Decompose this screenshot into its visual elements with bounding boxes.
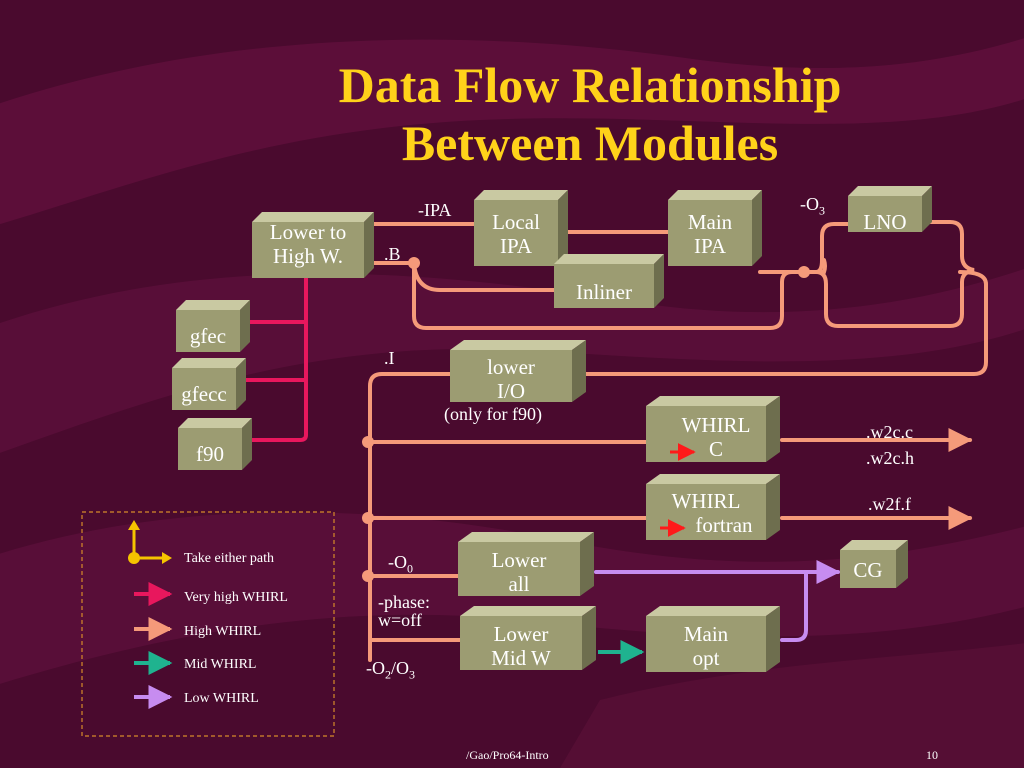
ipa-flag-label: -IPA: [418, 200, 452, 220]
legend-item-high-whirl: High WHIRL: [184, 624, 262, 639]
main-opt-line-1: Main: [683, 622, 729, 646]
whirl-c-label: WHIRL C: [646, 413, 786, 461]
module-box-f90: [178, 418, 252, 470]
high-whirl-lines: [368, 220, 988, 662]
lower-all-line-2: all: [508, 572, 530, 596]
whirl-fortran-line-2: fortran: [695, 513, 753, 537]
local-ipa-line-1: Local: [492, 210, 540, 234]
lower-to-high-line-2: High W.: [272, 244, 343, 268]
lower-all-line-1: Lower: [491, 548, 547, 572]
w2c-c-output: .w2c.c: [866, 422, 913, 442]
o2o3-subscript-1: 2: [385, 667, 391, 682]
lower-mid-line-2: Mid W: [491, 646, 551, 670]
module-box-lower-all: [458, 532, 594, 596]
legend-item-take-either-path: Take either path: [184, 551, 274, 566]
whirl-c-line-2: C: [708, 437, 723, 461]
slide-number: 10: [926, 748, 938, 762]
o2o3-text-b: /O: [391, 658, 409, 678]
lower-io-label: lower I/O: [450, 355, 572, 403]
lno-label: LNO: [863, 210, 907, 234]
footer-source: /Gao/Pro64-Intro: [466, 748, 549, 762]
o2o3-subscript-2: 3: [409, 667, 415, 682]
module-box-gfecc: [172, 358, 246, 410]
o2-o3-flag-label: -O2/O3: [366, 658, 415, 685]
cg-label: CG: [853, 558, 883, 582]
module-box-main-ipa: [668, 190, 762, 266]
junction-dots: [362, 257, 810, 582]
lower-io-line-2: I/O: [497, 379, 525, 403]
w2c-h-output: .w2c.h: [866, 448, 914, 468]
module-box-lower-to-high: [252, 212, 374, 278]
legend-item-low-whirl: Low WHIRL: [184, 691, 259, 706]
phase-flag-line-1: -phase:: [378, 592, 430, 612]
phase-flag-line-2: w=off: [378, 610, 422, 630]
only-f90-note: (only for f90): [444, 404, 542, 424]
gfec-label: gfec: [189, 324, 227, 348]
o0-flag-label: -O0: [388, 552, 413, 579]
lower-io-line-1: lower: [487, 355, 535, 379]
module-box-whirl-fortran: [646, 474, 780, 540]
main-ipa-line-1: Main: [687, 210, 733, 234]
module-box-cg: [840, 540, 908, 588]
module-box-whirl-c: [646, 396, 780, 462]
local-ipa-line-2: IPA: [500, 234, 532, 258]
i-flag-label: .I: [384, 348, 395, 368]
module-box-main-opt: [646, 606, 780, 672]
o3-flag-subscript: 3: [819, 203, 825, 218]
w2f-f-output: .w2f.f: [868, 494, 911, 514]
whirl-fortran-label: WHIRL fortran: [646, 489, 766, 537]
main-opt-line-2: opt: [692, 646, 720, 670]
inliner-label: Inliner: [576, 280, 632, 304]
main-opt-label: Main opt: [646, 622, 766, 670]
f90-label: f90: [196, 442, 224, 466]
local-ipa-label: Local IPA: [474, 210, 558, 258]
legend-box: [81, 511, 335, 737]
slide-title-line-1: Data Flow Relationship: [338, 57, 842, 113]
lower-mid-line-1: Lower: [493, 622, 549, 646]
module-box-inliner: [554, 254, 664, 308]
gfecc-label: gfecc: [181, 382, 227, 406]
module-box-gfec: [176, 300, 250, 352]
low-whirl-lines: [594, 560, 841, 642]
module-box-local-ipa: [474, 190, 568, 266]
o0-flag-text: -O: [388, 552, 407, 572]
whirl-c-line-1: WHIRL: [681, 413, 751, 437]
module-box-lower-io: [450, 340, 586, 402]
lower-mid-label: Lower Mid W: [460, 622, 582, 670]
very-high-whirl-lines: [238, 266, 308, 442]
o0-flag-subscript: 0: [407, 561, 413, 576]
legend-branch-icon: [128, 520, 172, 564]
lower-to-high-label: Lower to High W.: [252, 220, 364, 268]
main-ipa-line-2: IPA: [694, 234, 726, 258]
main-ipa-label: Main IPA: [668, 210, 752, 258]
legend-item-mid-whirl: Mid WHIRL: [184, 657, 257, 672]
o3-flag-text: -O: [800, 194, 819, 214]
slide-title-line-2: Between Modules: [401, 115, 779, 171]
legend-item-very-high-whirl: Very high WHIRL: [184, 590, 288, 605]
whirl-fortran-line-1: WHIRL: [671, 489, 741, 513]
o2o3-text-a: -O: [366, 658, 385, 678]
lower-all-label: Lower all: [458, 548, 580, 596]
module-box-lno: [848, 186, 932, 232]
o3-flag-label: -O3: [800, 194, 825, 221]
b-flag-label: .B: [384, 244, 401, 264]
module-box-lower-mid: [460, 606, 596, 670]
lower-to-high-line-1: Lower to: [269, 220, 347, 244]
